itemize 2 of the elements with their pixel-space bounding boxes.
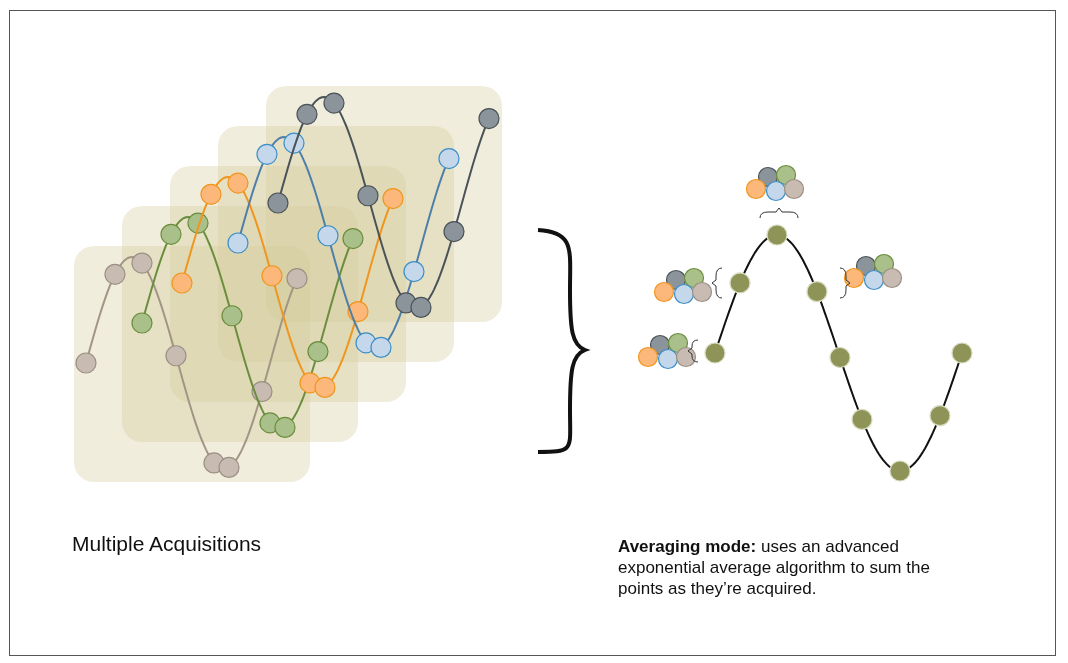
description-text: Averaging mode: uses an advanced exponential average algorithm to sum the points as they’re acquired. xyxy=(618,536,931,599)
caption-text: Multiple Acquisitions xyxy=(72,532,262,556)
